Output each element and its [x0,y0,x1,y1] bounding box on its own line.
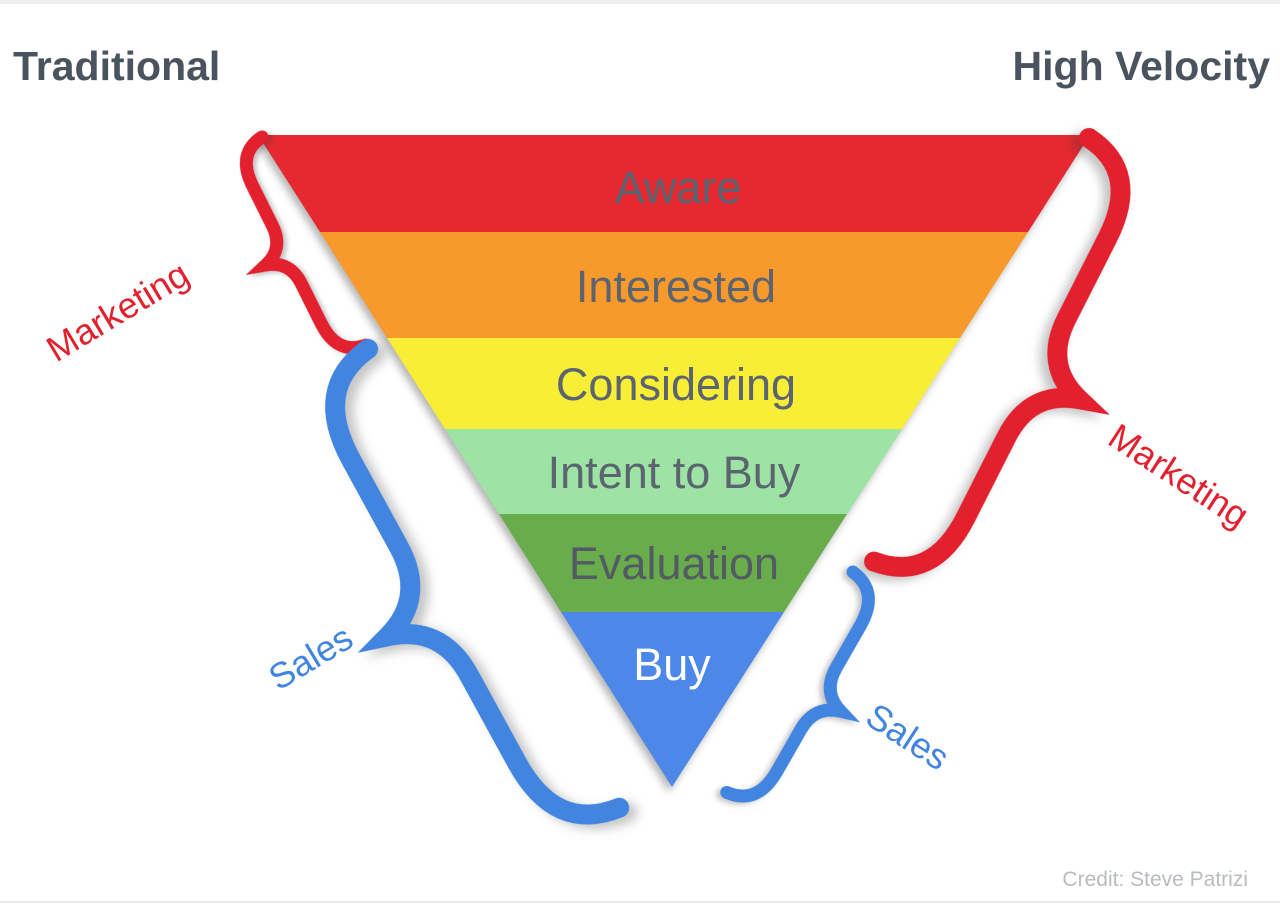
stage-label-evaluation: Evaluation [569,538,779,589]
top-edge-line [0,0,1280,4]
stage-label-considering: Considering [556,359,796,410]
stage-label-interested: Interested [576,261,776,312]
stage-label-aware: Aware [615,162,742,213]
bottom-edge-line [0,901,1280,903]
label-marketing-left: Marketing [39,253,196,370]
funnel-stage-buy [561,612,784,787]
brace-marketing-high-velocity [864,128,1131,577]
stage-label-intent-to-buy: Intent to Buy [548,447,801,498]
funnel-stage-aware [258,135,1090,232]
funnel-stage-evaluation [499,514,847,612]
funnel: Aware Interested Considering Intent to B… [258,135,1090,787]
heading-high-velocity: High Velocity [1013,43,1271,89]
label-sales-left: Sales [261,617,359,699]
credit-text: Credit: Steve Patrizi [1062,868,1248,891]
heading-traditional: Traditional [13,43,220,89]
brace-sales-high-velocity [720,565,875,803]
label-marketing-right: Marketing [1101,415,1256,535]
braces [239,128,1131,825]
funnel-stage-considering [387,338,960,429]
stage-label-buy: Buy [633,639,711,690]
brace-marketing-traditional [239,130,373,355]
brace-sales-traditional [325,338,630,825]
funnel-stage-interested [320,232,1028,338]
funnel-stage-intent-to-buy [445,429,902,514]
label-sales-right: Sales [859,695,957,778]
